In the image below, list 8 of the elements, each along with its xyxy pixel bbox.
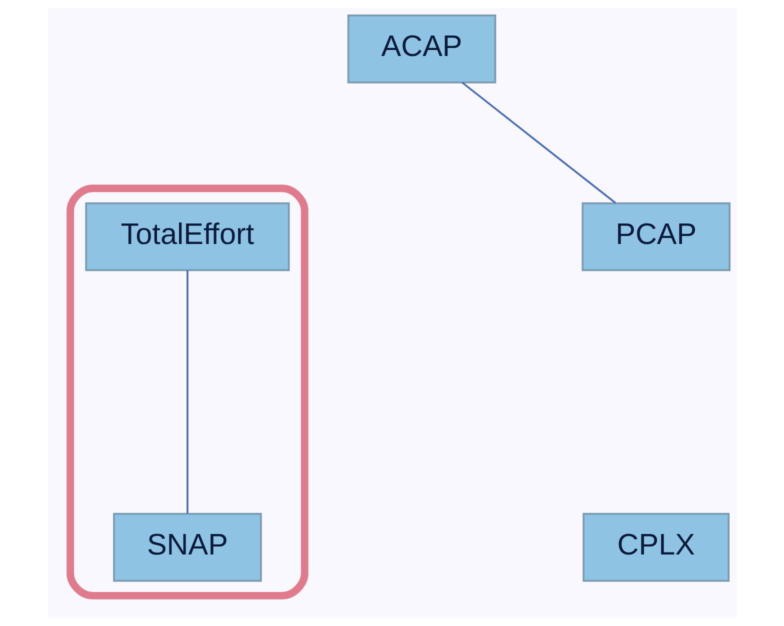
connector	[186, 270, 188, 514]
node-box: TotalEffort	[84, 202, 290, 272]
connector	[461, 82, 616, 204]
node-box: ACAP	[346, 14, 496, 84]
cluster	[66, 184, 308, 600]
node-box: CPLX	[582, 512, 730, 582]
node-box: PCAP	[581, 202, 730, 272]
node-box: SNAP	[112, 512, 262, 582]
